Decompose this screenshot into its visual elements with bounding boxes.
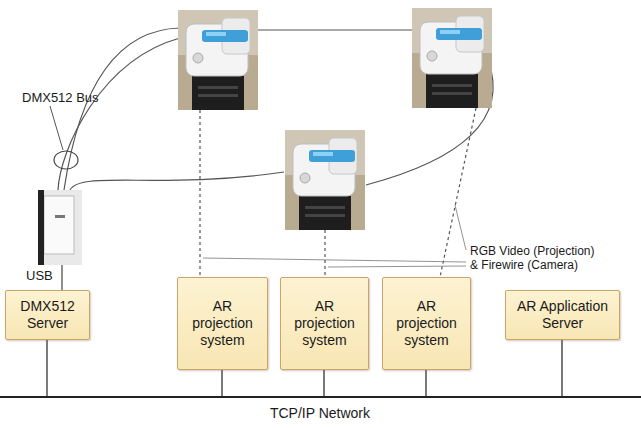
annotation: DMX512 Bus [22, 90, 112, 105]
process-box: AR projection system [280, 277, 369, 370]
dmx-interface [38, 190, 82, 265]
box-text: AR Application Server [510, 298, 615, 332]
annotation: RGB Video (Projection) & Firewire (Camer… [470, 244, 605, 272]
box-text: AR projection system [182, 298, 263, 349]
process-box: AR projection system [382, 277, 471, 370]
projector-robot [178, 10, 258, 110]
box-text: DMX512 Server [10, 298, 85, 332]
projector-robot [412, 8, 492, 108]
video-link [200, 108, 476, 277]
annotation: USB [26, 268, 60, 283]
box-text: AR projection system [387, 298, 466, 349]
process-box: AR projection system [177, 277, 268, 370]
leader-line [203, 205, 466, 267]
network-bus [0, 396, 641, 398]
bus-bundle [54, 151, 78, 169]
process-box: AR Application Server [505, 290, 620, 340]
projector-robot [285, 130, 365, 230]
process-box: DMX512 Server [5, 290, 90, 340]
usb-cable [61, 265, 62, 290]
network-label: TCP/IP Network [250, 406, 390, 421]
box-text: AR projection system [285, 298, 364, 349]
leader-line [50, 106, 63, 150]
